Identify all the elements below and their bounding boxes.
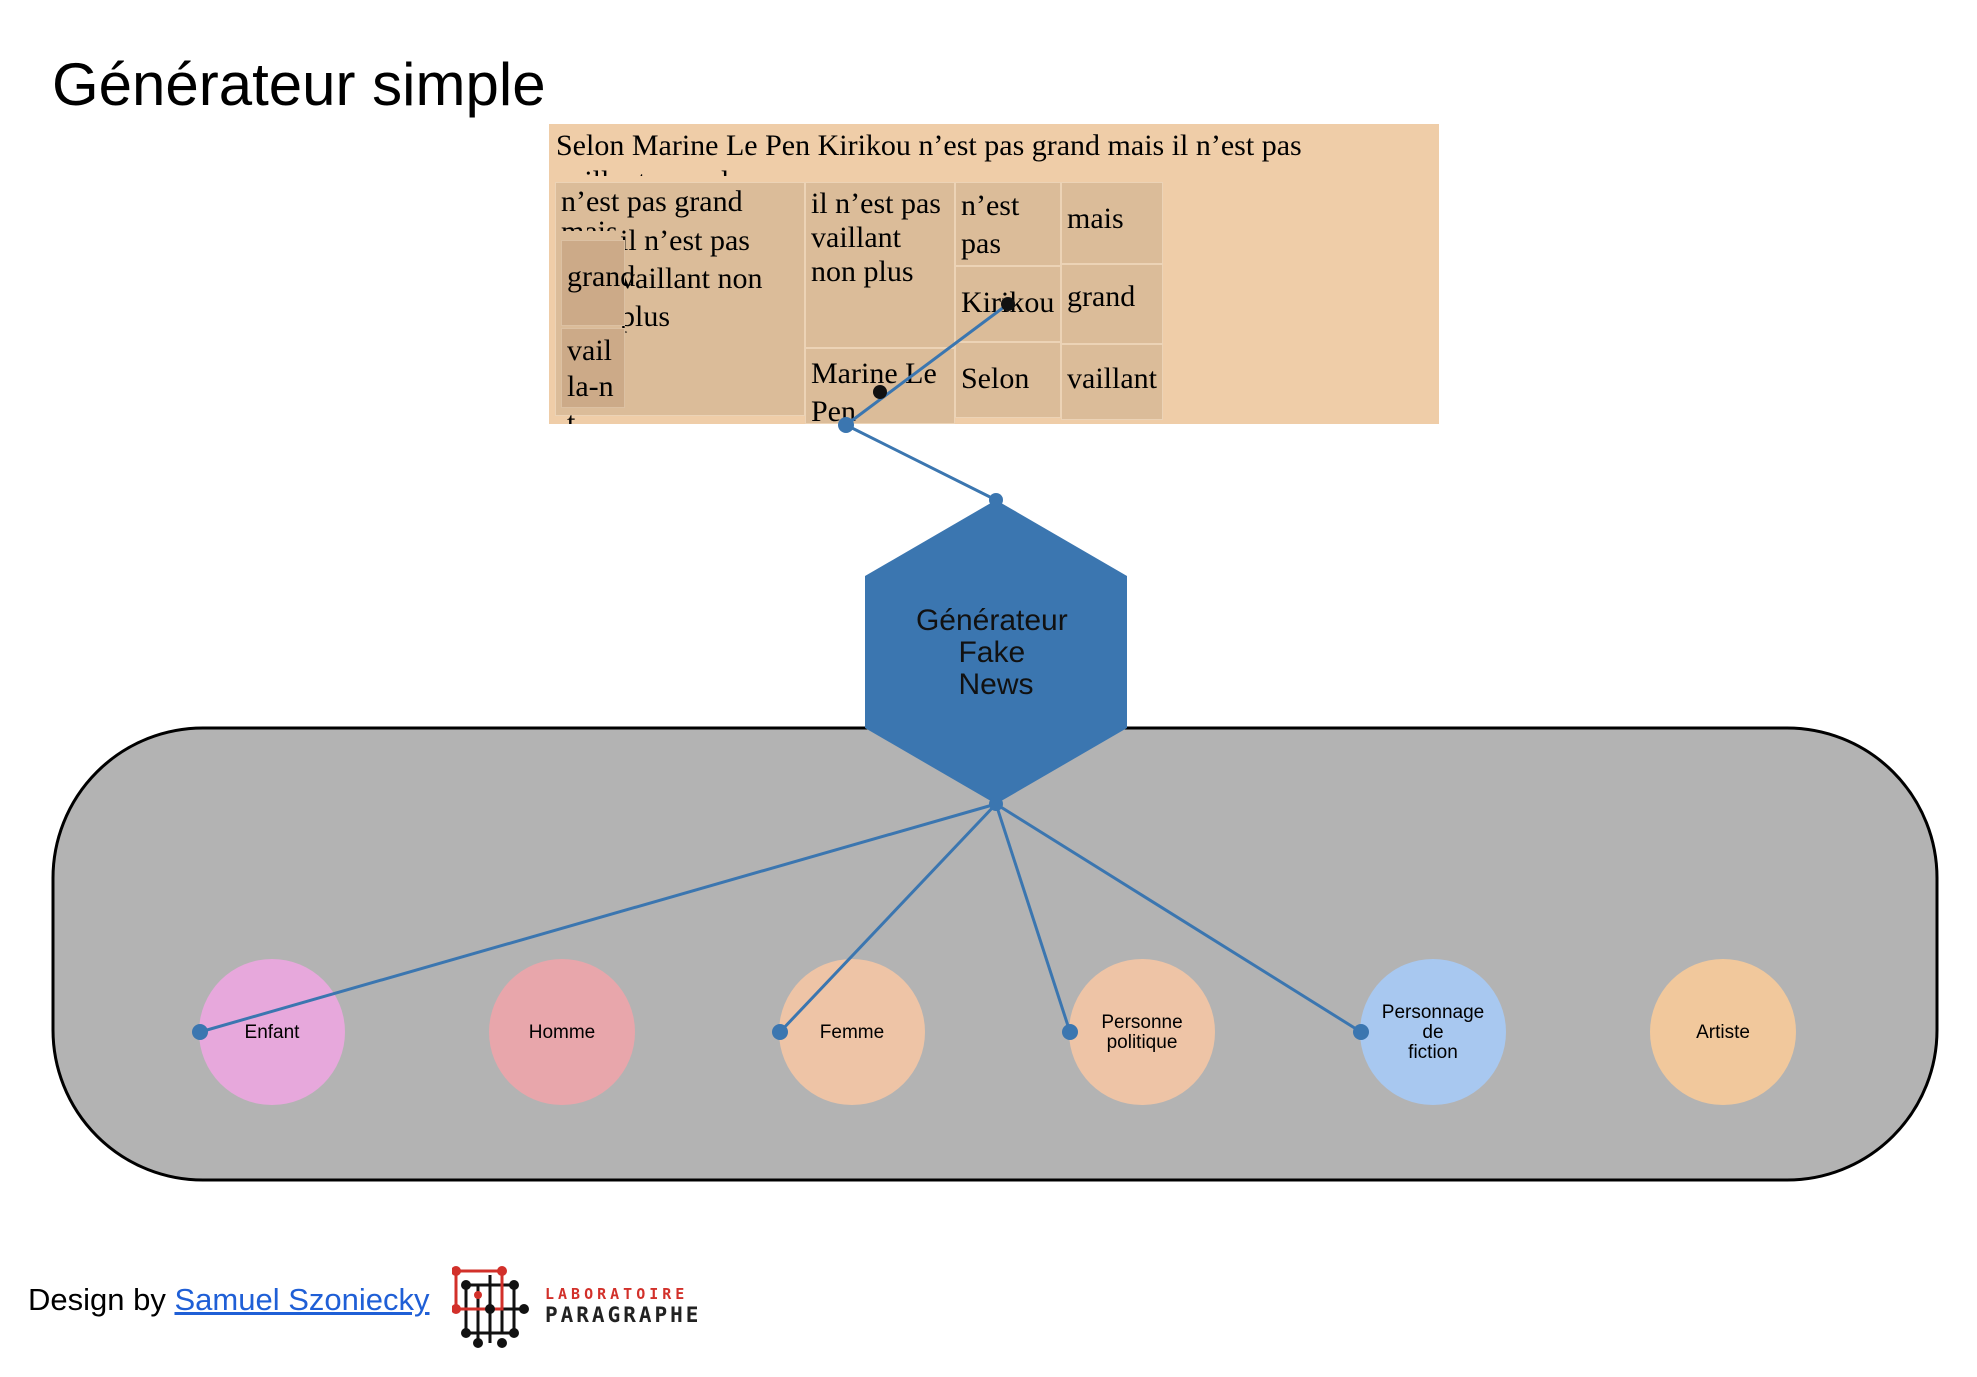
category-label: Enfant: [245, 1022, 301, 1043]
generator-link-femme: [778, 802, 998, 1034]
sentence-link-kirikou: [845, 302, 1009, 427]
page-title: Générateur simple: [52, 51, 546, 118]
category-circle-personne-politique[interactable]: [1069, 959, 1215, 1105]
treemap-cell[interactable]: il n’est pas vaillant non plus: [805, 182, 955, 348]
treemap-cell[interactable]: grand: [1061, 264, 1163, 344]
link-endpoint-dot: [989, 797, 1003, 811]
generator-hexagon[interactable]: [865, 500, 1127, 804]
treemap-cell[interactable]: vaillant: [1061, 344, 1163, 420]
link-endpoint-dot: [1001, 297, 1015, 311]
generator-link-personne-politique: [994, 803, 1072, 1033]
category-circle-artiste[interactable]: [1650, 959, 1796, 1105]
generator-link-personnage-fiction: [995, 802, 1362, 1034]
link-endpoint-dot: [772, 1024, 788, 1040]
treemap-cell[interactable]: il n’est pas vaillant non plus: [615, 218, 805, 416]
link-endpoint-dot: [873, 385, 887, 399]
footer-prefix: Design by: [28, 1282, 166, 1317]
treemap-cell-label: vaillant: [1067, 362, 1157, 395]
author-link[interactable]: Samuel Szoniecky: [174, 1282, 430, 1317]
category-circles: [199, 959, 1796, 1105]
treemap-cell-label: Selon: [961, 362, 1030, 395]
treemap-cell-label: mais: [1067, 202, 1124, 235]
footer-credit: Design by Samuel Szoniecky: [28, 1282, 430, 1318]
generator-link-sentence: [845, 423, 997, 502]
generator-link-enfant: [199, 802, 997, 1034]
treemap-cell-label: il n’est pas vaillant non plus: [811, 187, 941, 288]
treemap-cell[interactable]: n’est pas: [955, 182, 1061, 266]
category-label: Femme: [820, 1022, 884, 1043]
treemap-cell-label: vailla-nt: [567, 334, 614, 424]
treemap-cell-label: grand: [1067, 280, 1136, 313]
treemap-cell-label: il n’est pas vaillant non plus: [620, 224, 763, 333]
category-circle-personnage-fiction[interactable]: [1360, 959, 1506, 1105]
category-circle-homme[interactable]: [489, 959, 635, 1105]
treemap-cell[interactable]: mais: [1061, 182, 1163, 264]
link-endpoint-dot: [838, 417, 854, 433]
treemap-cell[interactable]: vailla-nt: [561, 328, 625, 424]
treemap-cell-label: n’est pas: [961, 189, 1020, 260]
category-label: Artiste: [1696, 1022, 1750, 1043]
generator-label: Générateur Fake News: [916, 604, 1076, 701]
laboratoire-paragraphe-logo-icon[interactable]: [452, 1265, 542, 1353]
generated-sentence: Selon Marine Le Pen Kirikou n’est pas gr…: [556, 129, 1302, 176]
link-endpoint-dot: [989, 493, 1003, 507]
logo-text-paragraphe: PARAGRAPHE: [545, 1303, 702, 1327]
category-label: Homme: [529, 1022, 596, 1043]
link-endpoint-dot: [1062, 1024, 1078, 1040]
link-endpoint-dot: [192, 1024, 208, 1040]
treemap-cell[interactable]: Selon: [955, 342, 1061, 418]
link-endpoint-dot: [1353, 1024, 1369, 1040]
logo-text-laboratoire: LABORATOIRE: [545, 1285, 689, 1303]
treemap-cell[interactable]: grand: [561, 240, 635, 326]
category-circle-enfant[interactable]: [199, 959, 345, 1105]
treemap-cell-label: n’est pas grand mais: [561, 187, 743, 231]
